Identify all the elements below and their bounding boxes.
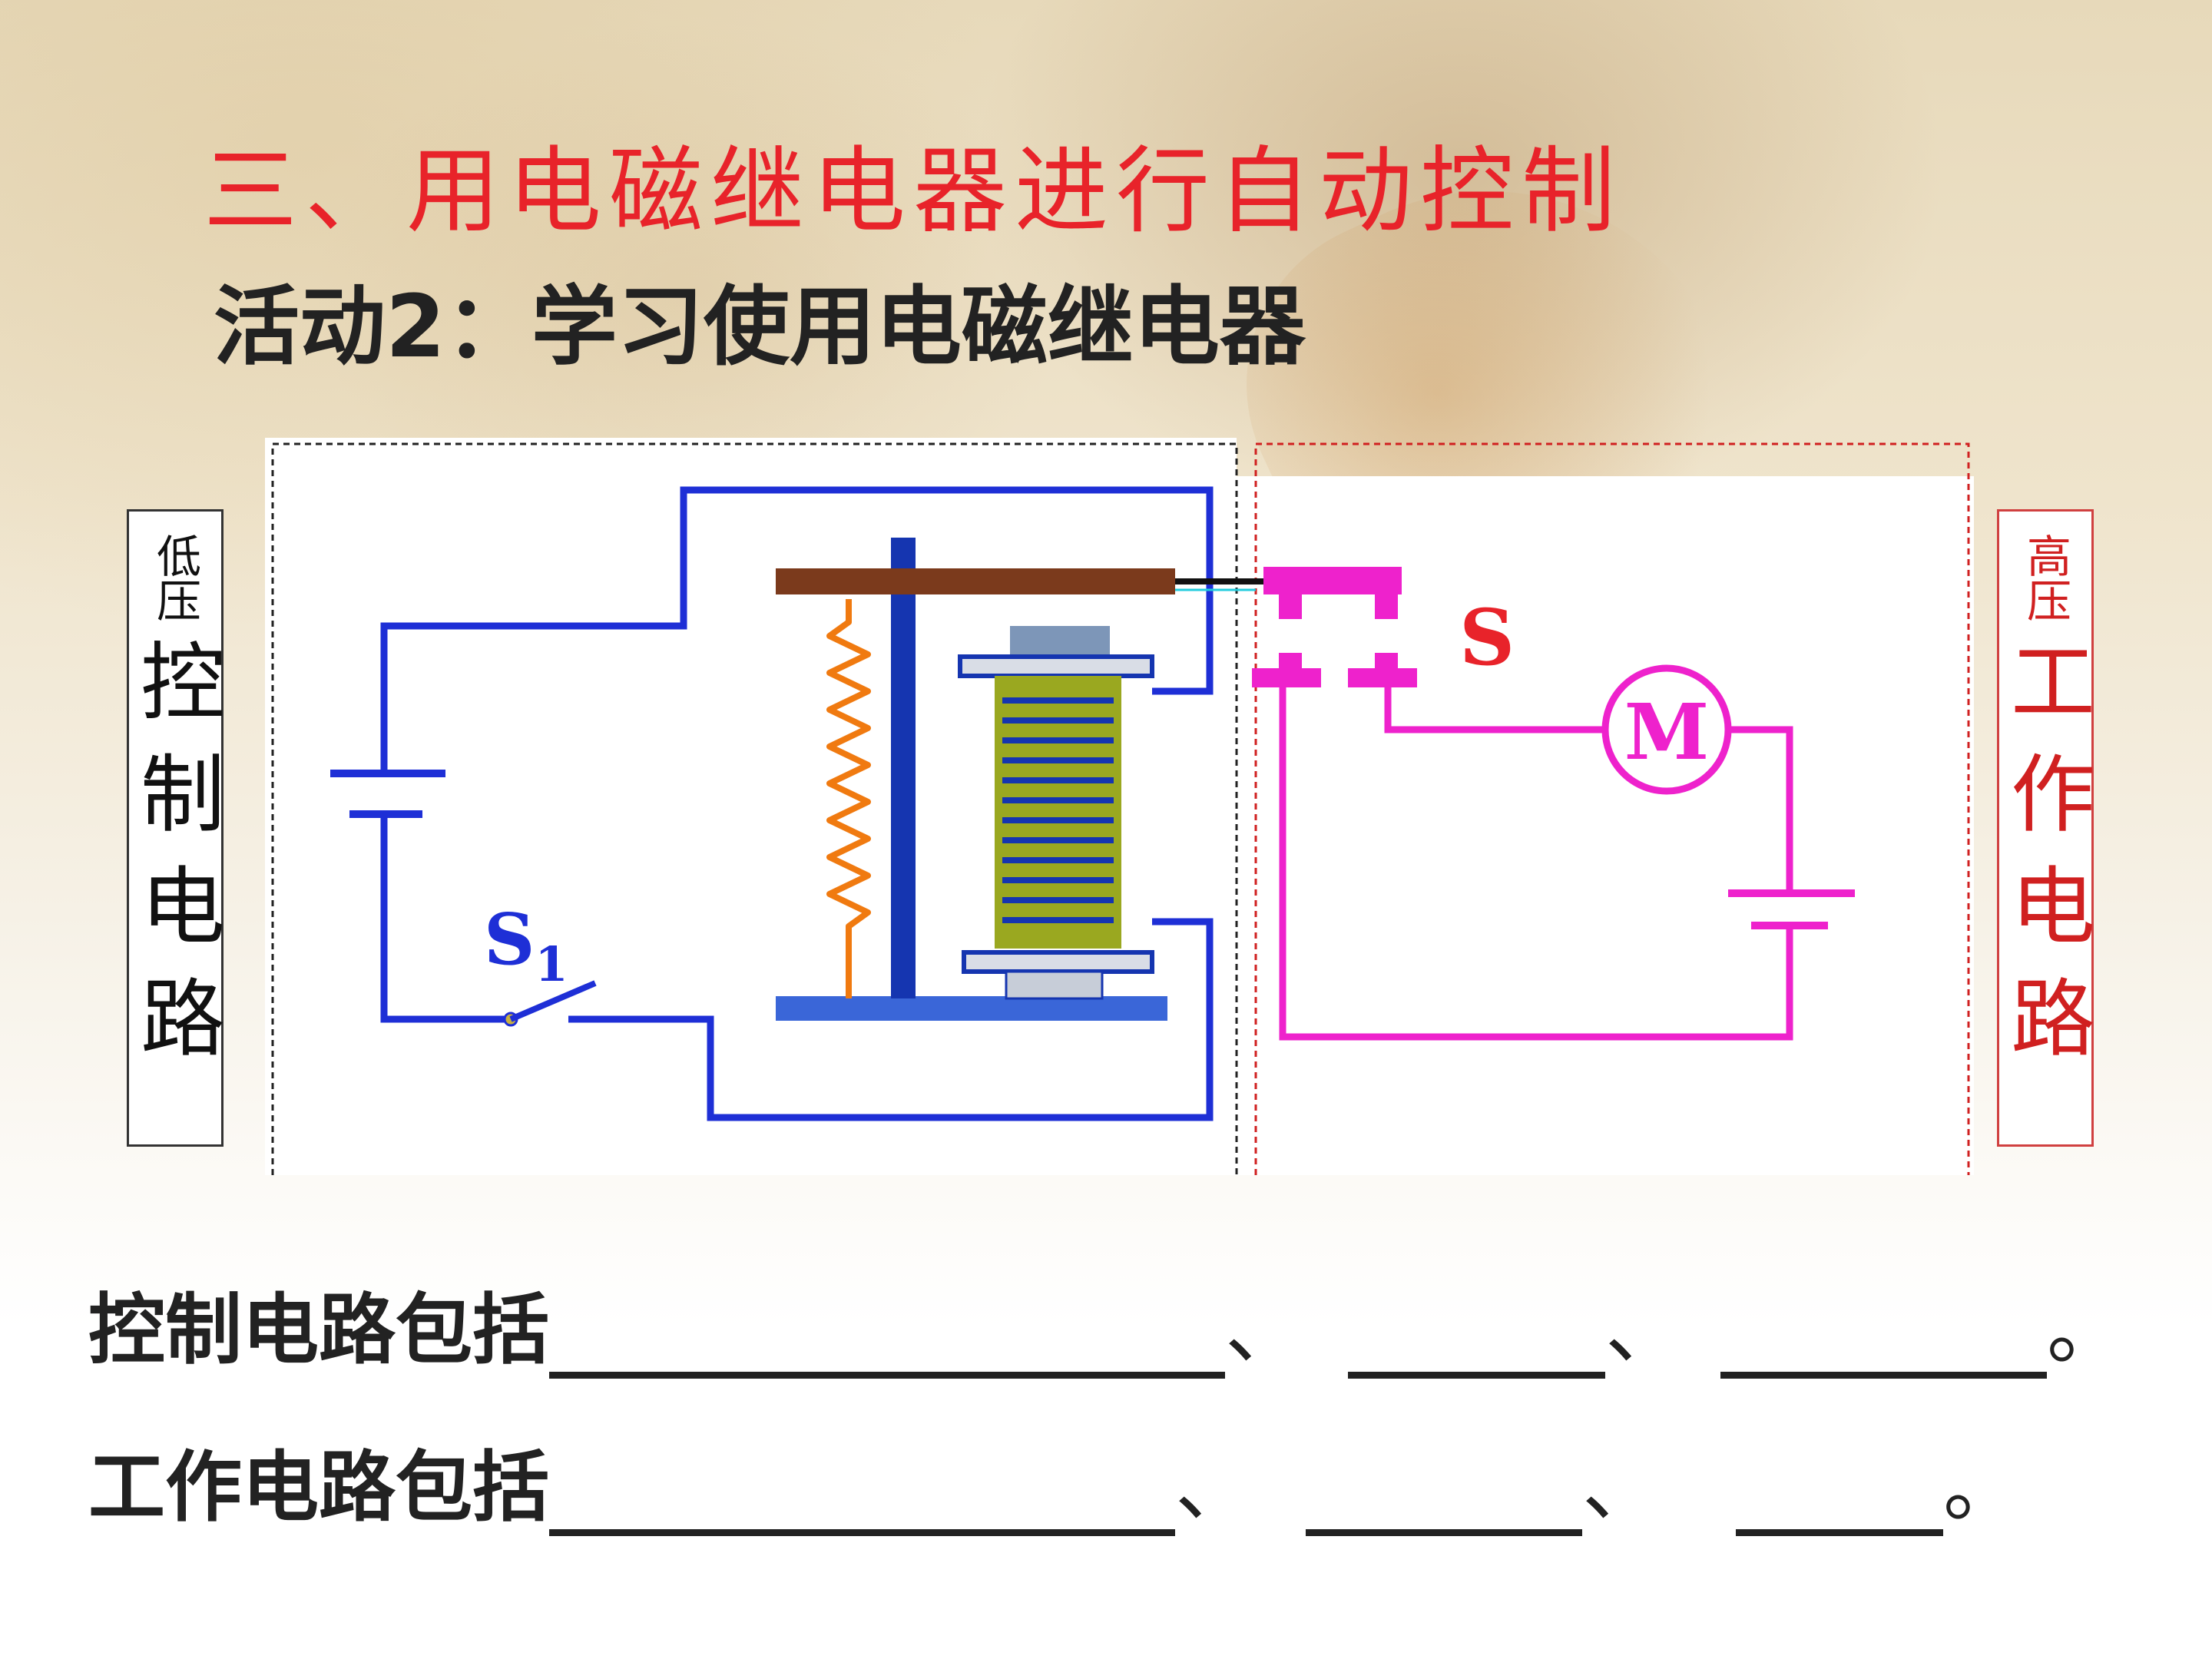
work-wire-to-motor (1384, 687, 1605, 733)
control-wire-top (380, 486, 1214, 772)
relay-armature (776, 568, 1175, 594)
switch-s1-letter: S (484, 898, 535, 981)
switch-s-lower-right-bar (1348, 668, 1417, 687)
relay-support-post (891, 538, 916, 998)
motor (1601, 664, 1732, 795)
separator: 、 (1225, 1285, 1302, 1375)
low-voltage-text: 低压 (149, 533, 201, 622)
answer-blank-work-3[interactable] (1736, 1463, 1943, 1536)
answer-blank-control-2[interactable] (1348, 1306, 1605, 1379)
control-circuit-dashed-border (271, 442, 1238, 1175)
separator: 、 (1175, 1442, 1252, 1532)
control-wire-left-lower (380, 814, 511, 1023)
switch-s-lower-right-contact (1375, 653, 1398, 668)
question-control-label: 控制电路包括 (88, 1285, 549, 1375)
coil-bottom-cap-stem (1005, 970, 1104, 1000)
coil-bottom-flange (962, 950, 1154, 974)
question-work-circuit: 工作电路包括 、 、 。 (88, 1425, 2020, 1536)
switch-s1-label: S1 (484, 898, 568, 992)
control-wire-bottom (568, 918, 1214, 1121)
work-wire-motor-to-battery (1728, 726, 1793, 892)
motor-label: M (1624, 687, 1710, 777)
switch-s-label: S (1459, 592, 1515, 683)
switch-s-lower-left-bar (1252, 668, 1321, 687)
answer-blank-control-3[interactable] (1720, 1306, 2047, 1379)
answer-blank-work-2[interactable] (1306, 1463, 1582, 1536)
activity-subtitle: 活动2：学习使用电磁继电器 (214, 277, 1306, 377)
low-voltage-control-label: 低压 控制电路 (126, 509, 224, 1147)
switch-s-upper-right-contact (1375, 594, 1398, 619)
coil-body (995, 676, 1121, 949)
end-mark: 。 (2047, 1285, 2124, 1375)
relay-circuit-diagram: S1 S (265, 438, 1974, 1175)
high-voltage-text: 高压 (2019, 533, 2071, 622)
answer-blank-control-1[interactable] (549, 1306, 1225, 1379)
slide-title: 三、用电磁继电器进行自动控制 (204, 137, 1623, 246)
high-voltage-work-label: 高压 工作电路 (1996, 509, 2094, 1147)
switch-s-moving-contact-bar (1263, 567, 1402, 594)
work-circuit-dashed-border (1254, 442, 1970, 1175)
work-circuit-text: 工作电路 (1996, 637, 2094, 1086)
work-wire-bottom (1279, 687, 1793, 1041)
switch-s-lower-left-contact (1279, 653, 1302, 668)
control-circuit-text: 控制电路 (126, 637, 224, 1086)
coil-top-flange (958, 654, 1154, 678)
relay-base (776, 996, 1167, 1021)
switch-s-upper-left-contact (1279, 594, 1302, 619)
relay-spring (826, 599, 871, 998)
switch-s1-subscript: 1 (535, 936, 568, 992)
question-work-label: 工作电路包括 (88, 1442, 549, 1532)
end-mark: 。 (1943, 1442, 2020, 1532)
switch-s1-blade (509, 980, 597, 1022)
question-control-circuit: 控制电路包括 、 、 。 (88, 1267, 2124, 1379)
separator: 、 (1605, 1285, 1682, 1375)
separator: 、 (1582, 1442, 1659, 1532)
answer-blank-work-1[interactable] (549, 1463, 1175, 1536)
